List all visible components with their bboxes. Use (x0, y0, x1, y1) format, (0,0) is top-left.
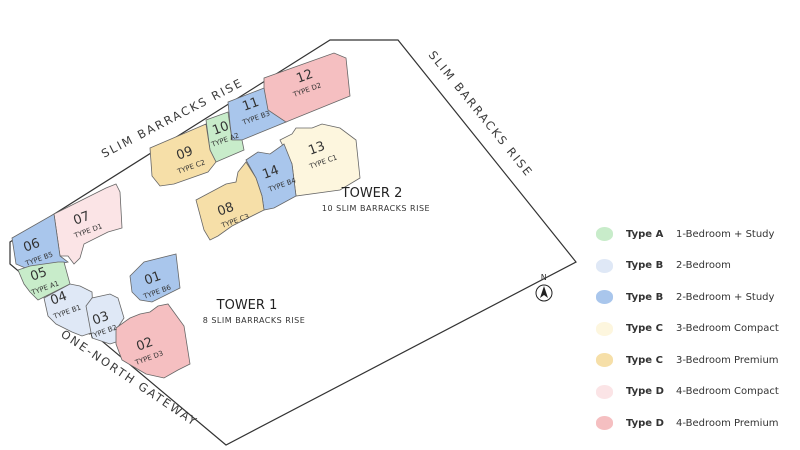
legend-item-type-b: Type B 2-Bedroom (596, 258, 796, 274)
legend-desc: 4-Bedroom Premium (676, 417, 779, 429)
unit-14-number: 14 (260, 163, 281, 183)
unit-05-number: 05 (28, 265, 49, 285)
unit-03-number: 03 (90, 309, 111, 329)
compass-label: N (541, 273, 547, 282)
legend-type: Type A (626, 228, 664, 240)
legend-swatch (596, 384, 613, 399)
legend-desc: 3-Bedroom Compact (676, 323, 779, 334)
legend-item-type-d-premium: Type D 4-Bedroom Premium (596, 415, 796, 431)
unit-11-number: 11 (240, 95, 261, 115)
legend-desc: 1-Bedroom + Study (676, 228, 775, 240)
legend-type: Type C (626, 354, 663, 366)
tower-2-units (149, 52, 361, 241)
unit-type-legend: Type A 1-Bedroom + Study Type B 2-Bedroo… (596, 226, 796, 447)
unit-09-number: 09 (174, 144, 195, 164)
legend-swatch (596, 258, 613, 273)
tower-1-address: 8 SLIM BARRACKS RISE (203, 316, 306, 325)
legend-desc: 4-Bedroom Compact (676, 386, 779, 397)
tower-2-name: TOWER 2 (341, 186, 403, 201)
legend-type: Type C (626, 323, 663, 334)
legend-item-type-c-compact: Type C 3-Bedroom Compact (596, 321, 796, 337)
legend-swatch (596, 416, 613, 430)
tower-1-units (11, 183, 191, 379)
unit-08-shape (195, 161, 265, 241)
legend-swatch (596, 321, 613, 336)
legend-item-type-b-study: Type B 2-Bedroom + Study (596, 289, 796, 305)
legend-swatch (596, 290, 613, 304)
unit-04-shape (43, 283, 95, 337)
legend-desc: 2-Bedroom + Study (676, 291, 775, 303)
unit-03-shape (85, 293, 125, 345)
unit-10-number: 10 (210, 119, 231, 139)
legend-type: Type B (626, 260, 664, 271)
legend-type: Type D (626, 386, 664, 397)
legend-item-type-d-compact: Type D 4-Bedroom Compact (596, 384, 796, 400)
unit-01-shape (129, 253, 181, 303)
unit-07-shape (53, 183, 123, 265)
unit-09-shape (149, 123, 217, 187)
legend-desc: 3-Bedroom Premium (676, 354, 779, 366)
unit-12-number: 12 (294, 67, 315, 87)
unit-13-number: 13 (306, 139, 327, 159)
legend-item-type-c-premium: Type C 3-Bedroom Premium (596, 352, 796, 368)
tower-1-name: TOWER 1 (216, 298, 278, 313)
unit-08-number: 08 (215, 200, 236, 220)
legend-desc: 2-Bedroom (676, 260, 731, 271)
unit-04-number: 04 (48, 289, 69, 309)
unit-02-number: 02 (134, 335, 155, 355)
legend-swatch (596, 353, 613, 367)
tower-2-address: 10 SLIM BARRACKS RISE (322, 204, 430, 213)
legend-type: Type D (626, 417, 664, 429)
unit-01-number: 01 (142, 269, 163, 289)
legend-type: Type B (626, 291, 664, 303)
legend-swatch (596, 227, 613, 241)
unit-07-number: 07 (71, 209, 92, 229)
legend-item-type-a: Type A 1-Bedroom + Study (596, 226, 796, 242)
unit-06-number: 06 (21, 236, 42, 256)
north-compass-icon: N (535, 273, 553, 302)
unit-02-shape (115, 303, 191, 379)
